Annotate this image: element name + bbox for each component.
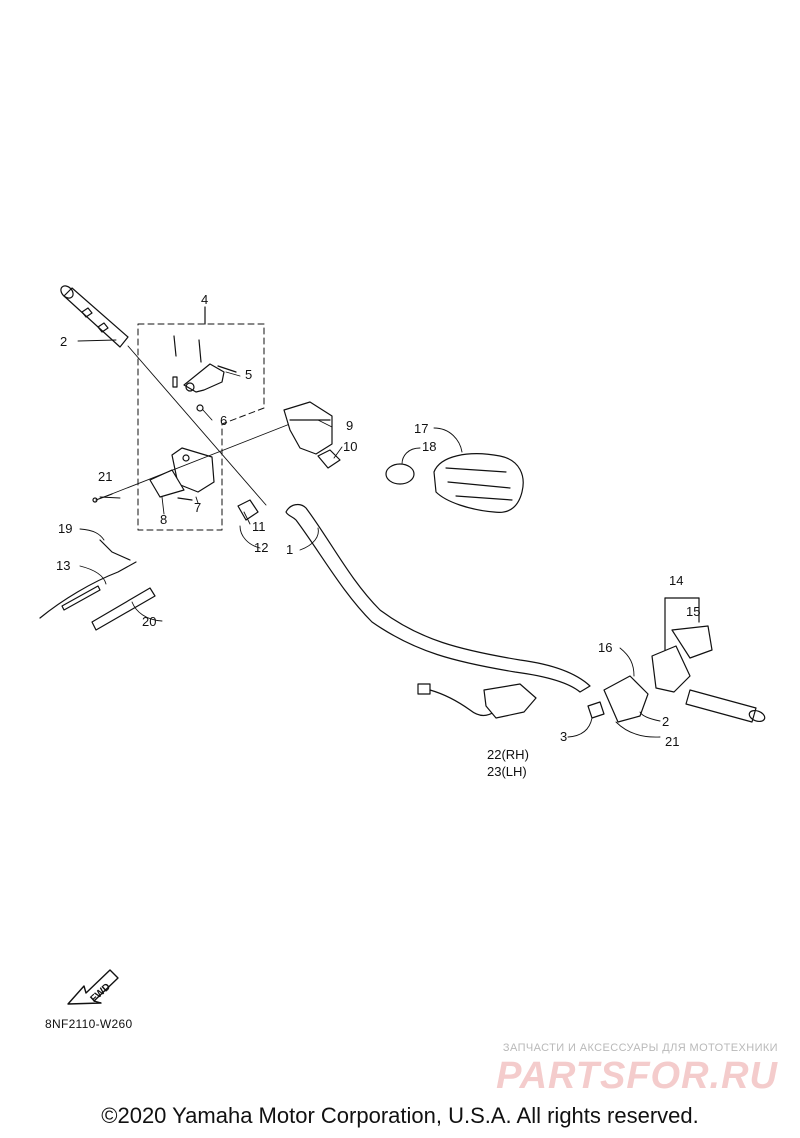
switch	[317, 449, 341, 469]
callout-20: 20	[142, 614, 156, 629]
lever-assembly-frame	[137, 306, 265, 531]
callout-4: 4	[201, 292, 208, 307]
callout-21-right: 21	[665, 734, 679, 749]
lever-housing	[149, 447, 215, 501]
wiring-bracket	[417, 683, 537, 719]
callout-2-left: 2	[60, 334, 67, 349]
callout-5: 5	[245, 367, 252, 382]
handlebar-pad	[433, 453, 524, 513]
copyright-notice: ©2020 Yamaha Motor Corporation, U.S.A. A…	[101, 1103, 699, 1128]
callout-1: 1	[286, 542, 293, 557]
callout-17: 17	[414, 421, 428, 436]
handlebar	[285, 503, 591, 693]
end-cap	[587, 701, 605, 719]
callout-19: 19	[58, 521, 72, 536]
callout-16: 16	[598, 640, 612, 655]
callout-22: 22(RH)	[487, 747, 529, 762]
callout-labels: 1 2 2 3 4 5 6 7 8 9 10 11 12 13 14 15 16…	[56, 292, 700, 779]
callout-6: 6	[220, 413, 227, 428]
nut	[196, 404, 204, 412]
callout-15: 15	[686, 604, 700, 619]
left-grip	[60, 285, 129, 348]
callout-13: 13	[56, 558, 70, 573]
right-grip	[685, 689, 766, 723]
switch-housing	[283, 401, 333, 455]
band	[385, 463, 415, 485]
callout-23: 23(LH)	[487, 764, 527, 779]
callout-18: 18	[422, 439, 436, 454]
callout-9: 9	[346, 418, 353, 433]
callout-10: 10	[343, 439, 357, 454]
throttle-lever	[172, 335, 237, 393]
sleeve	[91, 587, 156, 631]
watermark-logo: PARTSFOR.RU	[496, 1055, 778, 1097]
callout-8: 8	[160, 512, 167, 527]
right-switch-assembly	[651, 597, 713, 693]
drawing-code: 8NF2110-W260	[45, 1017, 133, 1031]
callout-11: 11	[252, 519, 266, 534]
callout-21-left: 21	[98, 469, 112, 484]
watermark: ЗАПЧАСТИ И АКСЕССУАРЫ ДЛЯ МОТОТЕХНИКИ PA…	[478, 1042, 778, 1096]
callout-12: 12	[254, 540, 268, 555]
watermark-caption: ЗАПЧАСТИ И АКСЕССУАРЫ ДЛЯ МОТОТЕХНИКИ	[502, 1042, 778, 1054]
fwd-arrow-icon: FWD	[67, 969, 119, 1005]
callout-3: 3	[560, 729, 567, 744]
callout-7: 7	[194, 500, 201, 515]
callout-2-right: 2	[662, 714, 669, 729]
callout-14: 14	[669, 573, 683, 588]
right-bracket	[603, 675, 649, 723]
connector	[237, 499, 259, 521]
throttle-cable	[39, 539, 137, 619]
